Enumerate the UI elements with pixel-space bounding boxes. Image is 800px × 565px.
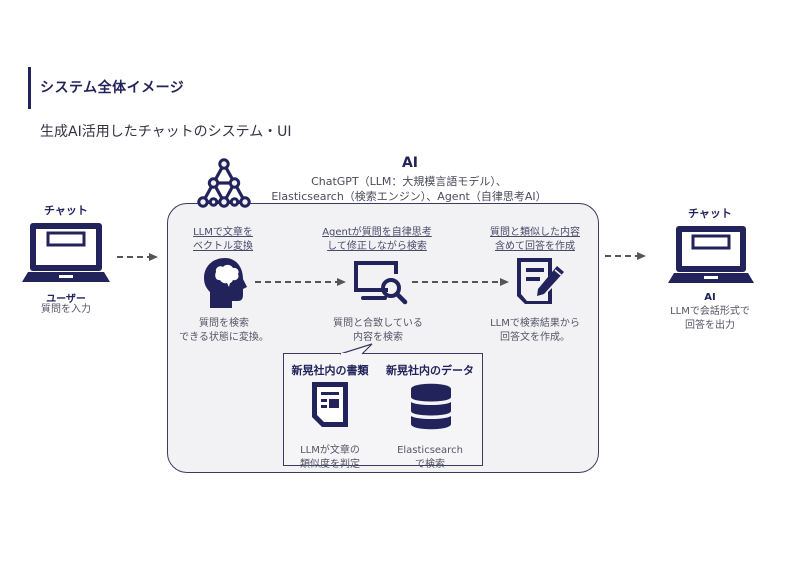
ai-chat-description-line1: LLMで会話形式で — [670, 306, 750, 317]
step2-description: 質問と合致している 内容を検索 — [318, 317, 438, 345]
step1-heading-line2: ベクトル変換 — [193, 241, 253, 252]
step3-description-line1: LLMで検索結果から — [490, 318, 580, 329]
database-icon — [409, 381, 453, 431]
source-documents-description-line2: 類似度を判定 — [300, 459, 360, 470]
source-documents-title: 新晃社内の書類 — [291, 364, 369, 377]
source-documents-description-line1: LLMが文章の — [300, 445, 360, 456]
user-chat-label: チャット — [44, 204, 88, 217]
step1-description: 質問を検索 できる状態に変換。 — [162, 317, 286, 345]
source-data-description-line1: Elasticsearch — [397, 445, 463, 456]
ai-description-line1: ChatGPT（LLM：大規模言語モデル）、 — [311, 175, 507, 188]
step1-description-line2: できる状態に変換。 — [179, 332, 269, 343]
step1-heading-line1: LLMで文章を — [193, 227, 253, 238]
step2-heading-line2: して修正しながら検索 — [327, 241, 427, 252]
step2-description-line2: 内容を検索 — [353, 332, 403, 343]
user-description: 質問を入力 — [41, 304, 91, 315]
step3-heading: 質問と類似した内容 含めて回答を作成 — [478, 226, 592, 254]
page-title: システム全体イメージ — [40, 80, 185, 96]
ai-laptop-icon — [668, 223, 754, 285]
step2-description-line1: 質問と合致している — [333, 318, 423, 329]
flow-arrow-step2-to-step3 — [412, 277, 510, 287]
document-icon — [309, 380, 351, 430]
source-documents-description: LLMが文章の 類似度を判定 — [284, 444, 376, 472]
neural-network-icon — [196, 157, 252, 211]
brain-head-icon — [202, 256, 248, 310]
user-laptop-icon — [22, 220, 110, 284]
ai-chat-label: チャット — [688, 207, 732, 220]
ai-chat-description: LLMで会話形式で 回答を出力 — [660, 305, 760, 333]
step3-heading-line1: 質問と類似した内容 — [490, 227, 580, 238]
ai-description-line2: Elasticsearch（検索エンジン）、Agent（自律思考AI） — [271, 190, 547, 203]
document-edit-icon — [514, 256, 568, 306]
monitor-search-icon — [352, 260, 412, 310]
step2-heading-line1: Agentが質問を自律思考 — [322, 227, 432, 238]
user-role-label: ユーザー — [46, 294, 86, 305]
step2-heading: Agentが質問を自律思考 して修正しながら検索 — [312, 226, 442, 254]
flow-arrow-user-to-ai — [117, 252, 159, 262]
step1-heading: LLMで文章を ベクトル変換 — [168, 226, 278, 254]
ai-chat-description-line2: 回答を出力 — [685, 320, 735, 331]
ai-title: AI — [401, 155, 419, 171]
flow-arrow-step1-to-step2 — [255, 277, 347, 287]
step1-description-line1: 質問を検索 — [199, 318, 249, 329]
step3-description: LLMで検索結果から 回答文を作成。 — [478, 317, 592, 345]
source-data-title: 新晃社内のデータ — [386, 364, 474, 377]
ai-role-label: AI — [704, 292, 716, 303]
source-data-description-line2: で検索 — [415, 459, 445, 470]
step3-description-line2: 回答文を作成。 — [500, 332, 570, 343]
flow-arrow-ai-to-output — [605, 251, 647, 261]
title-accent-bar — [28, 67, 31, 109]
page-subtitle: 生成AI活用したチャットのシステム・UI — [40, 124, 292, 140]
source-data-description: Elasticsearch で検索 — [380, 444, 480, 472]
step3-heading-line2: 含めて回答を作成 — [495, 241, 575, 252]
callout-pointer — [340, 343, 380, 355]
